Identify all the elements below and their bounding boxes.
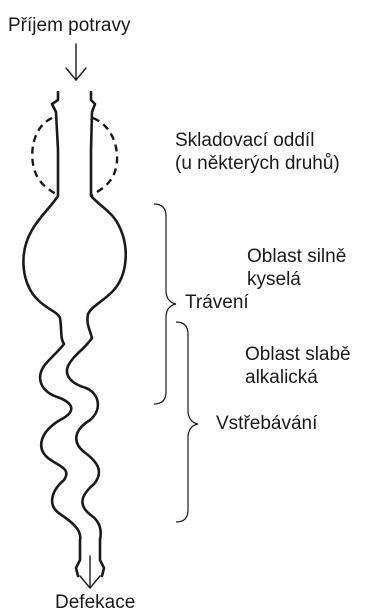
absorption-brace	[175, 321, 199, 523]
acidic-region-label-line2: kyselá	[247, 269, 301, 290]
intake-label: Příjem potravy	[8, 15, 131, 36]
intake-arrow	[65, 43, 87, 82]
alkaline-region-label-line2: alkalická	[245, 367, 318, 388]
defecation-label: Defekace	[55, 592, 136, 613]
storage-crop-outline-right	[90, 116, 119, 197]
digestion-brace	[153, 203, 177, 405]
alkaline-region-label-line1: Oblast slabě	[245, 344, 351, 365]
digestion-label: Trávení	[185, 292, 249, 313]
defecation-arrow	[79, 555, 101, 590]
acidic-region-label-line1: Oblast silně	[247, 246, 347, 267]
storage-crop-outline	[31, 116, 59, 197]
storage-label-line2: (u některých druhů)	[175, 153, 340, 174]
tract-right-wall	[65, 90, 128, 578]
absorption-label: Vstřebávání	[216, 413, 318, 434]
tract-left-wall	[22, 90, 82, 578]
storage-label-line1: Skladovací oddíl	[175, 130, 315, 151]
